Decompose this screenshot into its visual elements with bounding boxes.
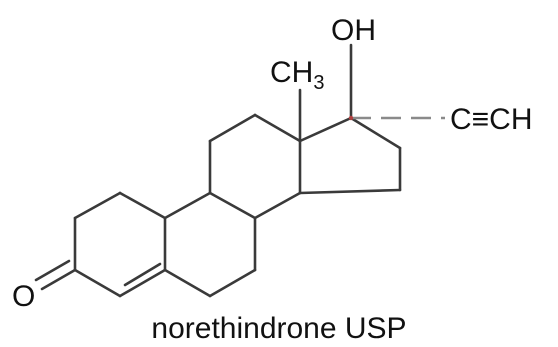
methyl-label-main: CH bbox=[270, 56, 313, 89]
bond-c4-c5 bbox=[118, 268, 167, 298]
bond-c17-c16 bbox=[349, 116, 402, 150]
atom-labels: OH CH3 O C≡CH bbox=[12, 14, 533, 313]
ketone-oxygen-label: O bbox=[12, 280, 35, 313]
ring-a-bonds bbox=[34, 191, 167, 298]
bond-c14-c8 bbox=[253, 191, 302, 220]
molecule-caption: norethindrone USP bbox=[151, 312, 406, 345]
bond-c1-c2 bbox=[73, 191, 122, 220]
substituent-bonds bbox=[298, 43, 445, 143]
ethynyl-label: C≡CH bbox=[450, 103, 533, 136]
bond-c11-c12 bbox=[208, 113, 257, 143]
bond-c9-c8 bbox=[208, 191, 257, 220]
bond-c3-o bbox=[40, 268, 77, 291]
ring-c-bonds bbox=[208, 113, 302, 220]
bond-c3-c4 bbox=[73, 268, 122, 298]
ring-b-bonds bbox=[163, 191, 257, 298]
hydroxyl-label: OH bbox=[331, 14, 376, 47]
methyl-label-subscript: 3 bbox=[313, 72, 324, 94]
bond-c6-c5 bbox=[163, 268, 212, 298]
ring-d-bonds bbox=[298, 116, 402, 195]
bond-c4-c5-double bbox=[123, 262, 162, 287]
bond-c3-o-double bbox=[34, 259, 71, 282]
bond-c7-c6 bbox=[208, 268, 257, 298]
bond-c15-c14 bbox=[298, 188, 402, 195]
stereo-center-marker bbox=[348, 115, 354, 121]
bond-c12-c13 bbox=[253, 113, 302, 143]
bond-c10-c9 bbox=[163, 191, 212, 220]
bond-c10-c1 bbox=[118, 191, 167, 220]
methyl-label: CH3 bbox=[270, 56, 324, 94]
bond-c13-c17 bbox=[298, 116, 353, 143]
